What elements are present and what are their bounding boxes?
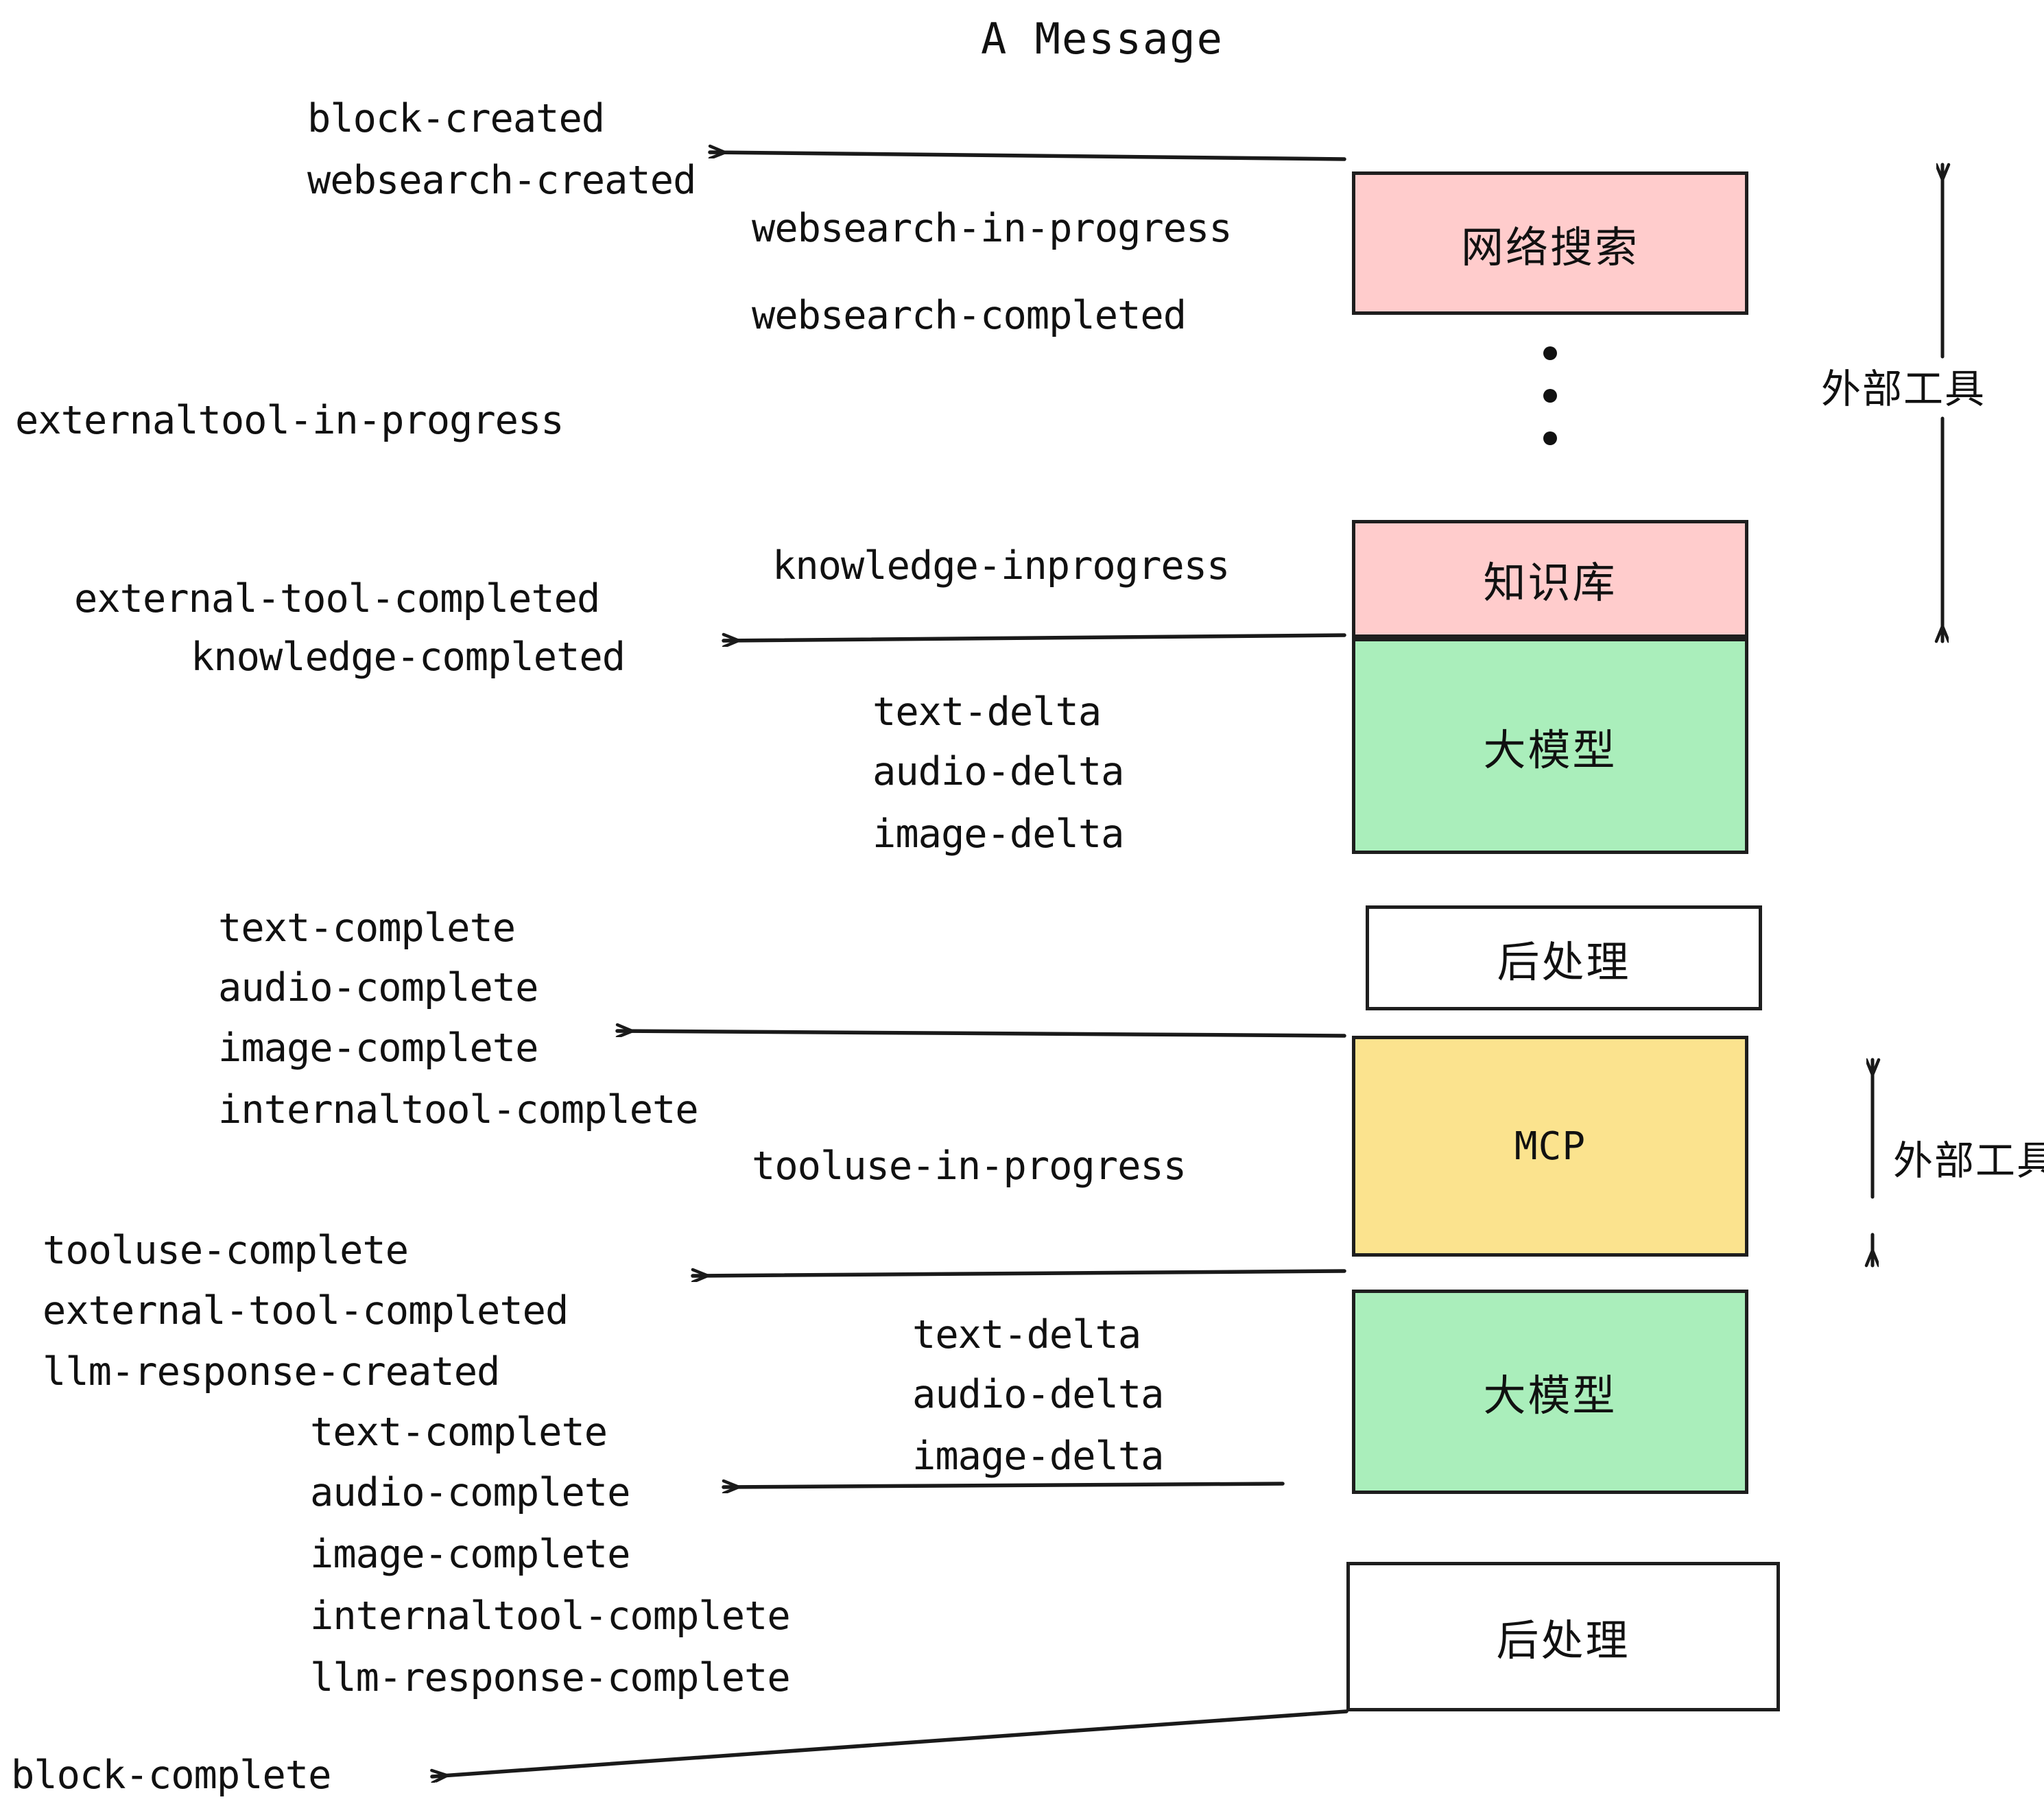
arrow-postproc2-to-block-complete: [432, 1709, 1348, 1777]
node-websearch[interactable]: 网络搜索: [1352, 171, 1748, 315]
event-knowledge-completed: knowledge-completed: [191, 634, 626, 680]
node-postprocess-1[interactable]: 后处理: [1366, 905, 1762, 1010]
node-postprocess-2[interactable]: 后处理: [1346, 1562, 1780, 1711]
event-knowledge-inprogress: knowledge-inprogress: [772, 543, 1230, 589]
node-llm-2[interactable]: 大模型: [1352, 1290, 1748, 1494]
node-mcp[interactable]: MCP: [1352, 1036, 1748, 1257]
event-llm-response-complete: llm-response-complete: [310, 1655, 791, 1700]
event-websearch-created: websearch-created: [307, 158, 696, 203]
arrow-knowledge-to-completed: [722, 635, 1346, 641]
side-label-external-tool-bottom: 外部工具: [1893, 1128, 2044, 1186]
node-websearch-label: 网络搜索: [1460, 222, 1639, 272]
node-mcp-label: MCP: [1514, 1124, 1587, 1169]
event-text-complete-1: text-complete: [218, 905, 516, 951]
event-block-created: block-created: [307, 96, 605, 141]
arrow-llm2-to-audio-complete: [722, 1484, 1285, 1487]
arrow-mcp-to-tooluse-complete: [691, 1271, 1346, 1276]
side-label-external-tool-top-text: 外部工具: [1821, 366, 1986, 412]
event-image-delta-1: image-delta: [872, 811, 1124, 857]
diagram-title: A Message: [981, 14, 1224, 64]
event-tooluse-in-progress: tooluse-in-progress: [752, 1143, 1187, 1189]
node-llm-1-label: 大模型: [1483, 724, 1617, 775]
event-external-tool-completed-2: external-tool-completed: [43, 1288, 569, 1333]
node-knowledge-label: 知识库: [1483, 558, 1617, 608]
event-audio-complete-2: audio-complete: [310, 1470, 630, 1515]
event-text-complete-2: text-complete: [310, 1410, 608, 1455]
event-audio-delta-2: audio-delta: [912, 1372, 1164, 1417]
event-text-delta-1: text-delta: [872, 689, 1102, 735]
event-image-complete-1: image-complete: [218, 1025, 538, 1071]
event-llm-response-created: llm-response-created: [43, 1349, 500, 1394]
event-tooluse-complete: tooluse-complete: [43, 1228, 409, 1273]
event-internaltool-complete-1: internaltool-complete: [218, 1087, 699, 1132]
event-websearch-in-progress: websearch-in-progress: [752, 206, 1233, 251]
node-knowledge[interactable]: 知识库: [1352, 520, 1748, 638]
vertical-ellipsis: [1543, 346, 1557, 474]
arrow-websearch-to-created: [708, 152, 1346, 161]
node-llm-2-label: 大模型: [1483, 1370, 1617, 1421]
event-audio-complete-1: audio-complete: [218, 965, 538, 1010]
node-postprocess-1-label: 后处理: [1497, 936, 1631, 987]
arrow-postproc1-to-image-complete: [615, 1031, 1346, 1038]
event-text-delta-2: text-delta: [912, 1312, 1141, 1357]
event-external-tool-completed-1: external-tool-completed: [74, 576, 600, 621]
side-label-external-tool-top: 外部工具: [1821, 357, 1986, 414]
node-postprocess-2-label: 后处理: [1496, 1615, 1630, 1665]
event-websearch-completed: websearch-completed: [752, 293, 1187, 338]
event-audio-delta-1: audio-delta: [872, 749, 1124, 794]
event-block-complete: block-complete: [11, 1753, 331, 1798]
side-label-external-tool-bottom-text: 外部工具: [1893, 1137, 2044, 1184]
node-llm-1[interactable]: 大模型: [1352, 638, 1748, 854]
event-externaltool-in-progress: externaltool-in-progress: [15, 398, 565, 443]
event-image-complete-2: image-complete: [310, 1532, 630, 1577]
event-internaltool-complete-2: internaltool-complete: [310, 1593, 791, 1639]
event-image-delta-2: image-delta: [912, 1434, 1164, 1479]
